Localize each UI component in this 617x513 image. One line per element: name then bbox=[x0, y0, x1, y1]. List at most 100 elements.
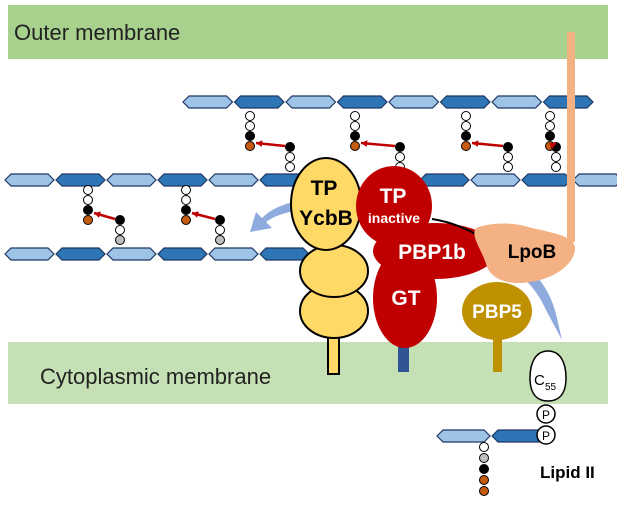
crosslink-arrowhead bbox=[472, 140, 479, 147]
amino-acid bbox=[285, 142, 295, 152]
amino-acid bbox=[350, 131, 360, 141]
amino-acid bbox=[395, 142, 405, 152]
glycan-sugar bbox=[157, 173, 208, 187]
amino-acid bbox=[551, 152, 561, 162]
ycbb-tp-label: TP bbox=[311, 177, 338, 200]
amino-acid bbox=[245, 111, 255, 121]
glycan-sugar bbox=[285, 95, 337, 109]
amino-acid bbox=[245, 131, 255, 141]
pbp1b-protein: TP inactive PBP1b GT bbox=[356, 166, 497, 372]
c55-subscript: 55 bbox=[545, 382, 557, 393]
amino-acid bbox=[503, 142, 513, 152]
ycbb-membrane-anchor bbox=[327, 335, 340, 375]
crosslink-arrowhead bbox=[549, 143, 556, 150]
lpob-body bbox=[474, 223, 575, 284]
amino-acid bbox=[215, 225, 225, 235]
outer-membrane bbox=[8, 5, 608, 59]
phosphate-1 bbox=[536, 404, 556, 424]
pbp5-protein: PBP5 bbox=[462, 282, 532, 372]
phosphate-1-label: P bbox=[542, 408, 550, 422]
ycbb-tp-domain bbox=[290, 157, 362, 251]
crosslink-arrowhead bbox=[256, 140, 263, 147]
pbp5-name-label: PBP5 bbox=[472, 302, 522, 323]
amino-acid bbox=[551, 162, 561, 172]
amino-acid bbox=[350, 141, 360, 151]
glycan-sugar bbox=[388, 95, 440, 109]
pbp5-body bbox=[462, 282, 532, 340]
pbp1b-membrane-anchor bbox=[398, 338, 409, 372]
glycan-sugar bbox=[182, 95, 234, 109]
amino-acid bbox=[245, 141, 255, 151]
amino-acid bbox=[83, 205, 93, 215]
amino-acid bbox=[461, 111, 471, 121]
lpob-name-label: LpoB bbox=[508, 242, 557, 263]
amino-acid bbox=[479, 453, 489, 463]
glycan-sugar bbox=[106, 247, 157, 261]
amino-acid bbox=[83, 215, 93, 225]
glycan-sugar bbox=[208, 247, 259, 261]
c55-carrier bbox=[529, 350, 567, 402]
glycan-sugar bbox=[4, 173, 55, 187]
phosphate-2 bbox=[536, 425, 556, 445]
crosslink-arrowhead bbox=[192, 211, 199, 218]
glycan-sugar bbox=[233, 95, 285, 109]
glycan-sugar bbox=[208, 173, 259, 187]
phosphate-2-label: P bbox=[542, 429, 550, 443]
pbp1b-gt-label: GT bbox=[391, 287, 420, 310]
amino-acid bbox=[479, 442, 489, 452]
glycan-sugar bbox=[4, 247, 55, 261]
pbp1b-tp-inactive-label: inactive bbox=[368, 210, 420, 226]
cytoplasmic-membrane-label: Cytoplasmic membrane bbox=[40, 364, 271, 389]
crosslink-arrowhead bbox=[361, 140, 368, 147]
amino-acid bbox=[245, 121, 255, 131]
amino-acid bbox=[350, 121, 360, 131]
ycbb-protein: TP YcbB bbox=[290, 157, 369, 375]
lipid-ii: C 55 P P Lipid II bbox=[529, 350, 595, 482]
amino-acid bbox=[83, 195, 93, 205]
amino-acid bbox=[181, 185, 191, 195]
lipid-ii-label: Lipid II bbox=[540, 463, 595, 482]
amino-acid bbox=[350, 111, 360, 121]
amino-acid bbox=[181, 195, 191, 205]
glycan-sugar bbox=[572, 173, 617, 187]
pbp5-membrane-anchor bbox=[493, 334, 502, 372]
amino-acid bbox=[503, 162, 513, 172]
amino-acid bbox=[503, 152, 513, 162]
glycan-sugar bbox=[491, 95, 543, 109]
crosslink-arrowhead bbox=[94, 211, 101, 218]
outer-membrane-label: Outer membrane bbox=[14, 20, 180, 45]
amino-acid bbox=[479, 464, 489, 474]
amino-acid bbox=[115, 235, 125, 245]
ycbb-middle-domain bbox=[299, 244, 369, 298]
amino-acid bbox=[461, 141, 471, 151]
glycan-sugar bbox=[336, 95, 388, 109]
pbp1b-name-label: PBP1b bbox=[398, 241, 466, 264]
amino-acid bbox=[115, 215, 125, 225]
amino-acid bbox=[545, 121, 555, 131]
glycan-sugar bbox=[470, 173, 521, 187]
amino-acid bbox=[395, 152, 405, 162]
ycbb-transfer-arrow bbox=[250, 201, 300, 232]
glycan-sugar bbox=[521, 173, 572, 187]
glycan-sugar bbox=[419, 173, 470, 187]
lpob-stalk bbox=[567, 32, 575, 242]
amino-acid bbox=[479, 475, 489, 485]
amino-acid bbox=[461, 121, 471, 131]
glycan-sugar bbox=[55, 247, 106, 261]
ycbb-name-label: YcbB bbox=[299, 207, 353, 230]
amino-acid bbox=[215, 215, 225, 225]
amino-acid bbox=[285, 152, 295, 162]
pbp1b-tp-label: TP bbox=[380, 185, 407, 208]
glycan-sugar bbox=[55, 173, 106, 187]
amino-acid bbox=[215, 235, 225, 245]
glycan-sugar bbox=[436, 429, 491, 443]
c55-label: C bbox=[534, 372, 545, 389]
glycan-sugar bbox=[259, 247, 310, 261]
lpob-protein: LpoB bbox=[474, 223, 575, 284]
cytoplasmic-membrane bbox=[8, 342, 608, 404]
amino-acid bbox=[545, 111, 555, 121]
glycan-sugar bbox=[106, 173, 157, 187]
amino-acid bbox=[83, 185, 93, 195]
